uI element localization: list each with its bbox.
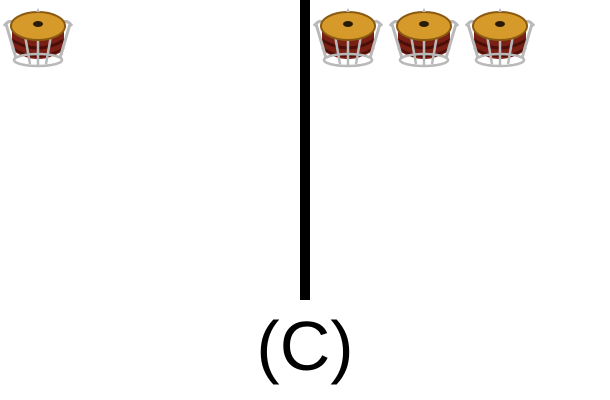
drum-icon [386, 4, 462, 72]
figure-label: (C) [256, 307, 354, 385]
left-group [0, 0, 300, 300]
right-group [310, 0, 610, 300]
drum-icon [0, 4, 76, 72]
group-divider [300, 0, 310, 300]
drum-icon [310, 4, 386, 72]
drum-icon [462, 4, 538, 72]
